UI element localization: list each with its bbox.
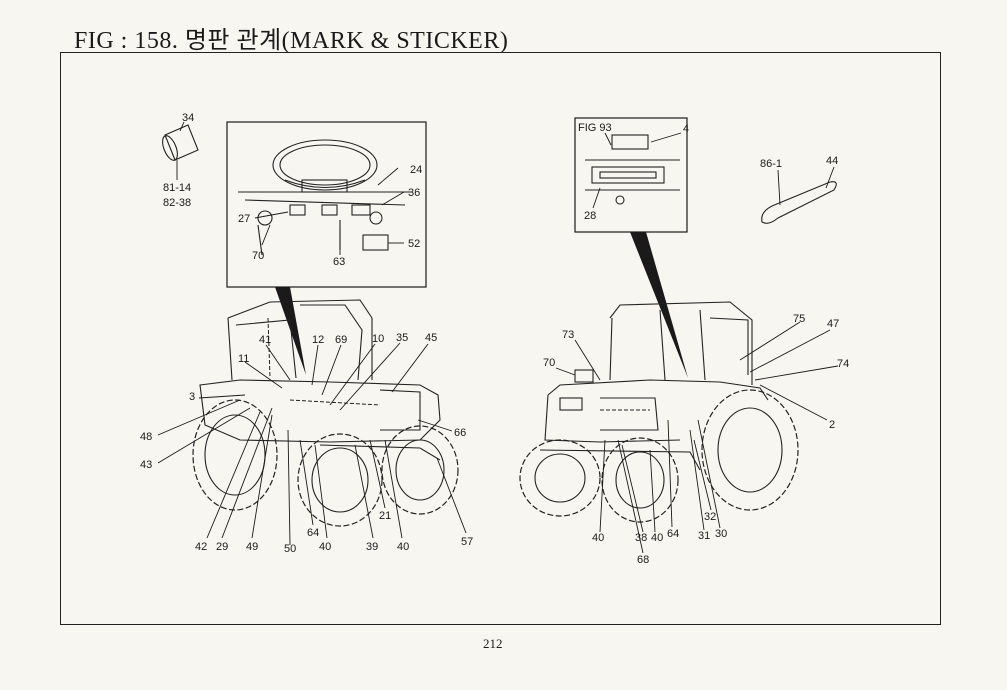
- left-inset-dashboard: [226, 121, 427, 288]
- label-70: 70: [543, 357, 555, 369]
- label-35: 35: [396, 332, 408, 344]
- figure-title: FIG : 158. 명판 관계(MARK & STICKER): [74, 28, 509, 54]
- label-45: 45: [425, 332, 437, 344]
- figure-frame: [60, 52, 941, 625]
- label-fig-93: FIG 93: [578, 122, 612, 134]
- label-64: 64: [307, 527, 319, 539]
- label-2: 2: [829, 419, 835, 431]
- label-82-38: 82-38: [163, 197, 191, 209]
- label-36: 36: [408, 187, 420, 199]
- label-4: 4: [683, 123, 689, 135]
- label-40-d: 40: [651, 532, 663, 544]
- label-21: 21: [379, 510, 391, 522]
- label-10: 10: [372, 333, 384, 345]
- label-73: 73: [562, 329, 574, 341]
- label-69: 69: [335, 334, 347, 346]
- right-tractor-drawing: [519, 301, 839, 554]
- label-81-14: 81-14: [163, 182, 191, 194]
- label-32: 32: [704, 511, 716, 523]
- label-27: 27: [238, 213, 250, 225]
- label-75: 75: [793, 313, 805, 325]
- cylinder-part-drawing: [162, 121, 199, 180]
- label-39: 39: [366, 541, 378, 553]
- label-41: 41: [259, 334, 271, 346]
- right-inset-grille: [574, 117, 688, 233]
- left-tractor-drawing: [157, 299, 467, 546]
- label-42: 42: [195, 541, 207, 553]
- page-number: 212: [483, 636, 503, 651]
- label-40-c: 40: [592, 532, 604, 544]
- label-30: 30: [715, 528, 727, 540]
- label-38: 38: [635, 532, 647, 544]
- label-34: 34: [182, 112, 194, 124]
- label-40-a: 40: [319, 541, 331, 553]
- label-57: 57: [461, 536, 473, 548]
- label-31: 31: [698, 530, 710, 542]
- label-48: 48: [140, 431, 152, 443]
- label-11: 11: [238, 353, 249, 365]
- right-callout-wedge: [630, 232, 688, 378]
- label-52: 52: [408, 238, 420, 250]
- label-86-1: 86-1: [760, 158, 782, 170]
- label-24: 24: [410, 164, 422, 176]
- label-63: 63: [333, 256, 345, 268]
- label-74: 74: [837, 358, 849, 370]
- label-44: 44: [826, 155, 838, 167]
- label-64-right: 64: [667, 528, 679, 540]
- strip-part-drawing: [761, 166, 837, 224]
- label-70-inset: 70: [252, 250, 264, 262]
- label-66: 66: [454, 427, 466, 439]
- label-12: 12: [312, 334, 324, 346]
- label-47: 47: [827, 318, 839, 330]
- label-49: 49: [246, 541, 258, 553]
- left-callout-wedge: [275, 287, 306, 375]
- label-43: 43: [140, 459, 152, 471]
- label-50: 50: [284, 543, 296, 555]
- label-3: 3: [189, 391, 195, 403]
- label-40-b: 40: [397, 541, 409, 553]
- label-68: 68: [637, 554, 649, 566]
- label-29: 29: [216, 541, 228, 553]
- label-28: 28: [584, 210, 596, 222]
